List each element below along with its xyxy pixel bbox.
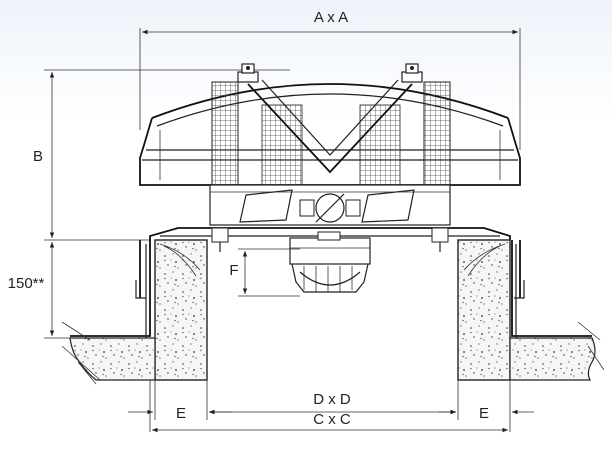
motor-housing — [289, 231, 371, 293]
dimension-e-right: E — [438, 380, 534, 432]
label-150: 150** — [8, 275, 45, 292]
label-axa: A x A — [314, 9, 348, 26]
dimension-f: F — [229, 248, 300, 297]
roof-flashing — [70, 240, 592, 337]
label-f: F — [229, 262, 238, 279]
label-b: B — [33, 148, 43, 165]
top-bolt-left — [237, 63, 259, 83]
curb-left — [154, 239, 208, 381]
label-dxd: D x D — [313, 391, 351, 408]
dimension-axa: A x A — [139, 9, 521, 150]
label-cxc: C x C — [313, 411, 351, 428]
top-bolt-right — [401, 63, 423, 83]
roof-slab-right — [509, 321, 605, 381]
label-e-right: E — [479, 405, 489, 422]
roof-slab-left — [61, 321, 156, 385]
dimension-150: 150** — [8, 242, 70, 339]
curb-right — [457, 239, 511, 381]
dimension-dxd: D x D — [209, 391, 456, 415]
dimension-e-left: E — [128, 380, 232, 422]
label-e-left: E — [176, 405, 186, 422]
fan-hood — [139, 63, 521, 191]
impeller-section — [209, 184, 451, 226]
dimension-cxc: C x C — [149, 380, 508, 433]
mounting-flange — [135, 227, 525, 299]
